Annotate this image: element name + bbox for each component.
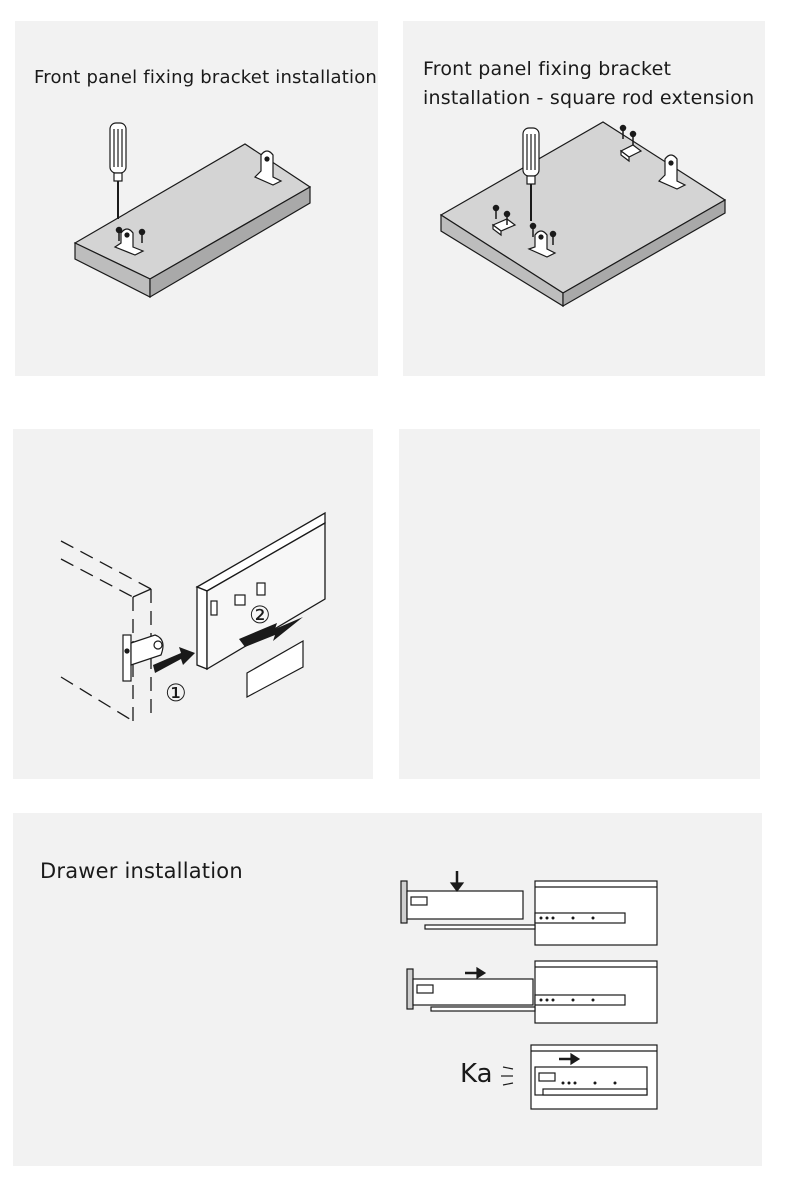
panel-bracket-installation: Front panel fixing bracket installation — [15, 21, 378, 376]
screw-icon — [492, 124, 637, 245]
arrow-icon — [239, 617, 303, 647]
rod-block-icon — [491, 144, 643, 237]
panel-square-rod-extension: Front panel fixing bracket installation … — [403, 21, 765, 376]
step-2-label: ② — [249, 601, 271, 629]
front-panel-mounting-illustration — [60, 511, 326, 722]
panel-drawer-installation: Drawer installation — [13, 813, 762, 1166]
screw-icon — [115, 226, 146, 243]
panel-empty — [399, 429, 760, 779]
bracket-icon — [113, 150, 283, 256]
panel-title: Front panel fixing bracket installation … — [423, 58, 755, 109]
sound-label: Ka — [460, 1059, 493, 1089]
arrow-icon — [153, 647, 195, 673]
screwdriver-icon — [109, 122, 127, 219]
bracket-icon — [527, 154, 687, 258]
square-rod-illustration — [439, 121, 727, 308]
panel-title: Front panel fixing bracket installation — [34, 67, 378, 88]
panel-front-panel-mounting: ① ② — [13, 429, 373, 779]
step-1-label: ① — [165, 679, 187, 707]
panel-title: Drawer installation — [40, 859, 243, 883]
screwdriver-icon — [522, 127, 540, 221]
bracket-installation-illustration — [73, 122, 312, 299]
bracket-icon — [122, 634, 164, 682]
drawer-installation-illustration — [400, 871, 658, 1110]
